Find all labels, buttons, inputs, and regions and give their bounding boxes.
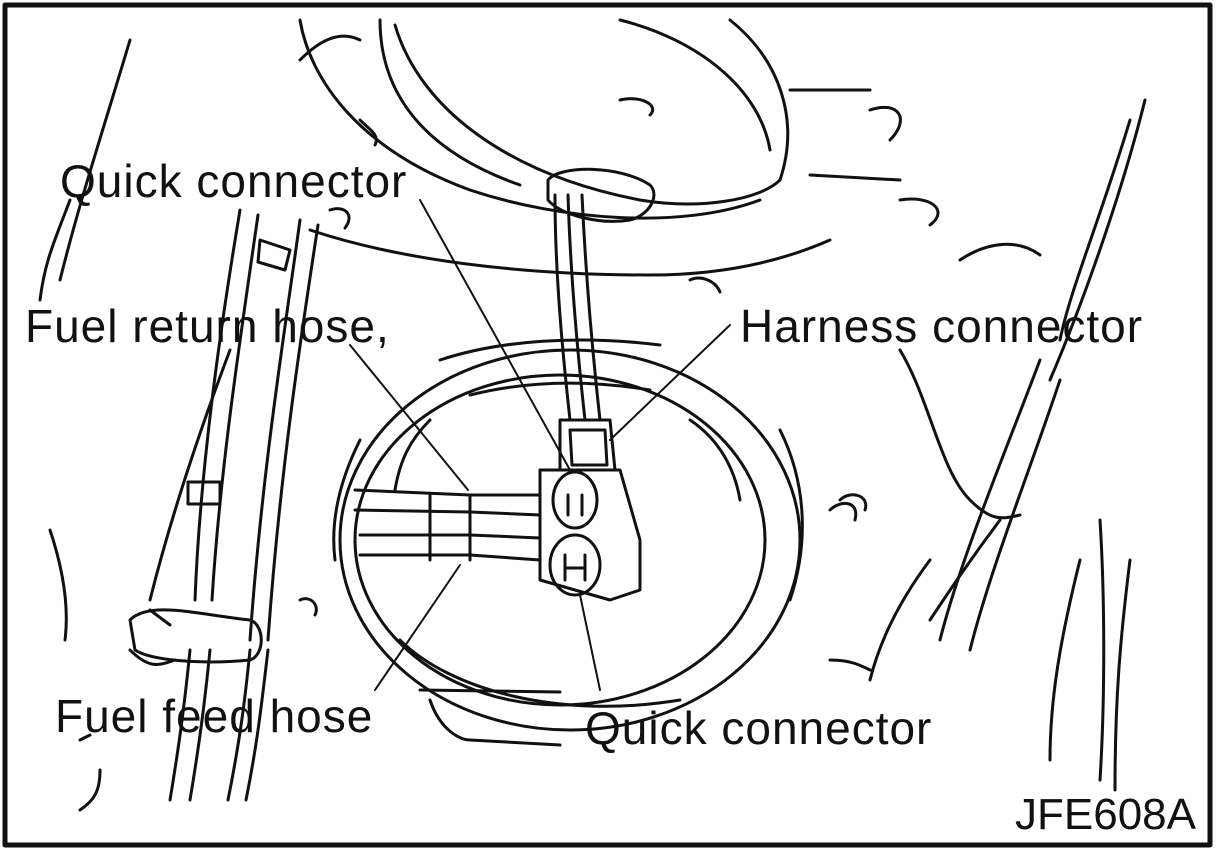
tank-lid-outline: [300, 20, 938, 292]
pump-base-rings: [300, 340, 866, 730]
bottom-strokes: [420, 690, 560, 745]
label-harness-connector: Harness connector: [740, 300, 1144, 352]
label-quick-connector-bottom: Quick connector: [585, 702, 933, 754]
label-fuel-return-hose: Fuel return hose,: [25, 300, 390, 352]
leader-fuel-return-hose: [350, 345, 468, 490]
figure-border: [5, 5, 1210, 845]
quick-connector-upper: [553, 472, 597, 528]
leader-harness-connector: [610, 325, 730, 440]
label-fuel-feed-hose: Fuel feed hose: [55, 690, 374, 742]
left-pipes: [40, 40, 318, 810]
quick-connector-lower: [550, 535, 600, 595]
pipe-clip: [188, 482, 220, 504]
harness-wires: [548, 169, 654, 470]
leader-quick-connector-top: [420, 200, 570, 470]
figure-code: JFE608A: [1015, 790, 1196, 839]
fuel-hoses: [355, 470, 640, 600]
label-quick-connector-top: Quick connector: [60, 155, 408, 207]
leader-quick-connector-bottom: [580, 595, 600, 690]
leader-lines: [350, 200, 730, 690]
right-body-curves: [830, 100, 1145, 790]
leader-fuel-feed-hose: [375, 565, 460, 690]
